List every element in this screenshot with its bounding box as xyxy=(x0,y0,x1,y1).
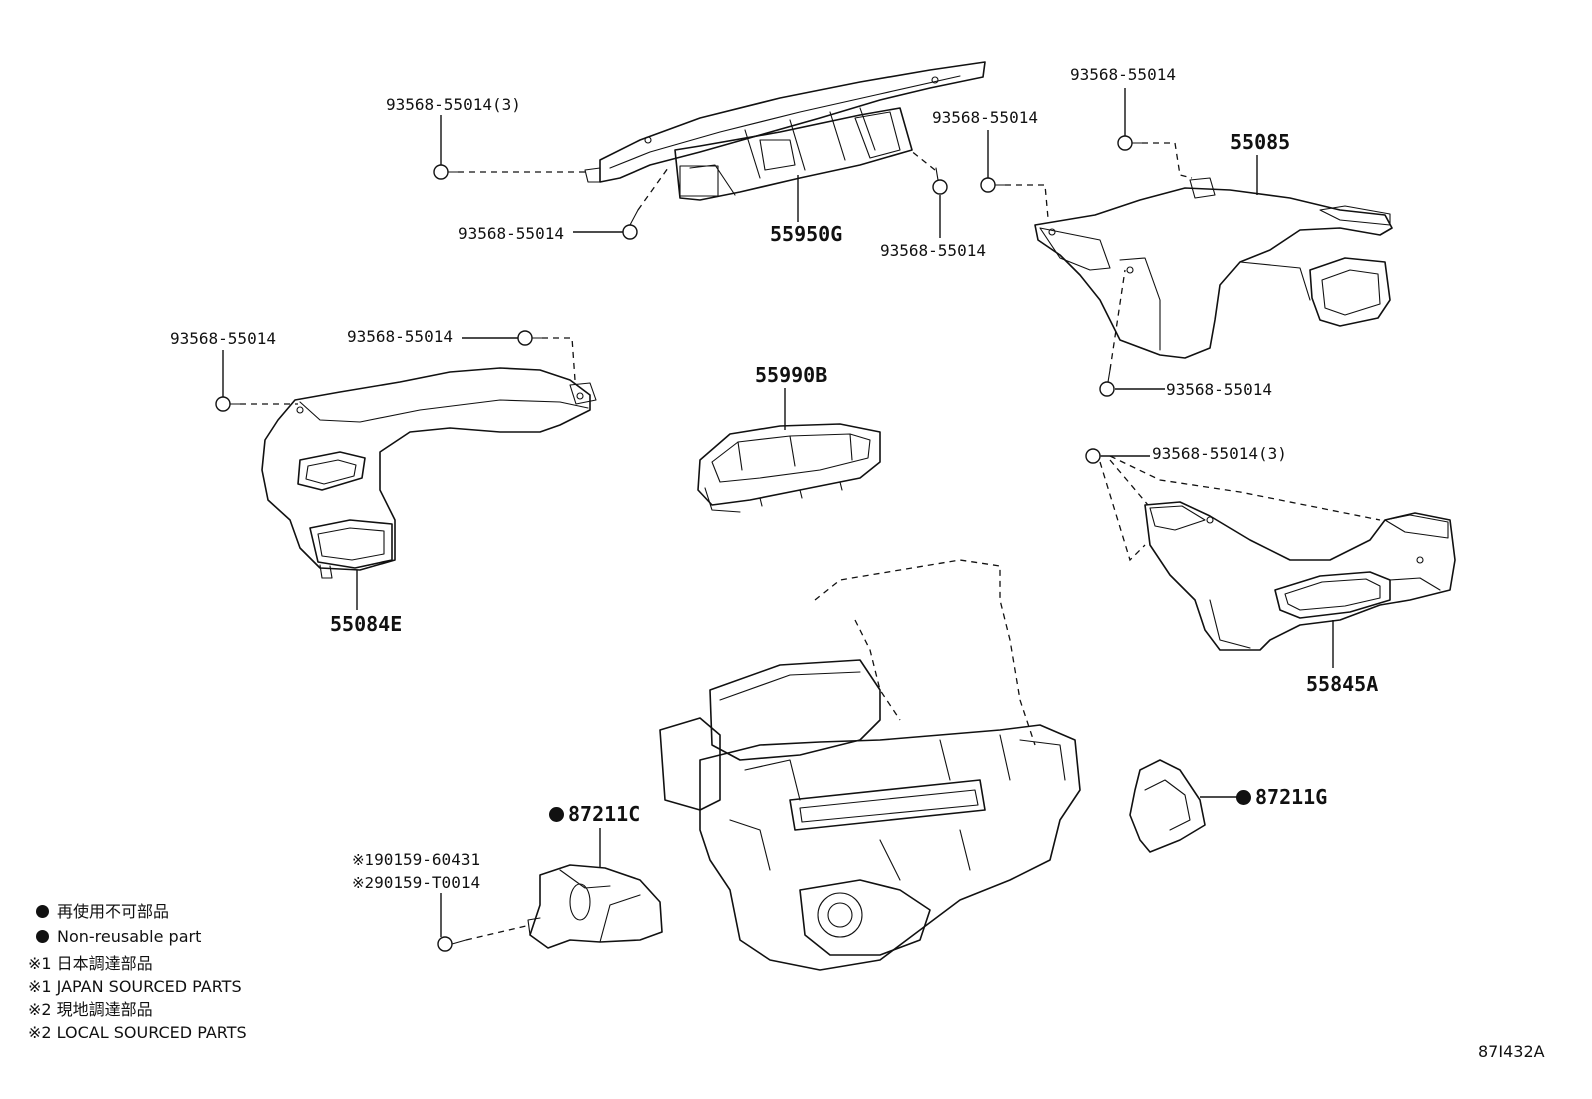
non-reusable-marker xyxy=(1236,790,1251,805)
fastener-glyphs xyxy=(215,135,1143,952)
fastener-label-f8[interactable]: 93568-55014 xyxy=(347,327,453,346)
leader-lines xyxy=(222,88,1334,937)
part-label-87211g[interactable]: 87211G xyxy=(1236,787,1327,807)
fastener-label-f5[interactable]: 93568-55014 xyxy=(1070,65,1176,84)
screw-part-1: 90159-60431 xyxy=(374,850,481,869)
legend-line-6: ※2 LOCAL SOURCED PARTS xyxy=(28,1023,247,1042)
note-mark-2: ※2 xyxy=(352,874,375,892)
legend-line-2: Non-reusable part xyxy=(36,929,201,945)
duct-55084e-drawing[interactable] xyxy=(261,367,597,579)
legend-line-1: 再使用不可部品 xyxy=(36,904,169,920)
part-label-55990b[interactable]: 55990B xyxy=(755,363,828,387)
part-label-55845a[interactable]: 55845A xyxy=(1306,672,1379,696)
legend-line-3: ※1 日本調達部品 xyxy=(28,954,153,973)
fastener-label-f2[interactable]: 93568-55014 xyxy=(458,224,564,243)
bracket-87211c-drawing[interactable] xyxy=(527,864,663,949)
part-label-55084e[interactable]: 55084E xyxy=(330,612,403,636)
assembly-lines xyxy=(240,142,1381,941)
duct-55845a-drawing[interactable] xyxy=(1144,501,1456,651)
fastener-label-f7[interactable]: 93568-55014 xyxy=(170,329,276,348)
non-reusable-marker xyxy=(549,807,564,822)
fastener-label-f4[interactable]: 93568-55014 xyxy=(932,108,1038,127)
part-label-55950g[interactable]: 55950G xyxy=(770,222,843,246)
part-label-55085[interactable]: 55085 xyxy=(1230,130,1291,154)
part-number-87211g: 87211G xyxy=(1255,785,1328,809)
bullet-icon xyxy=(36,905,49,918)
legend-text-1: 再使用不可部品 xyxy=(57,902,170,921)
hvac-unit-drawing xyxy=(659,559,1081,971)
bracket-87211g-drawing[interactable] xyxy=(1129,759,1206,853)
legend-line-4: ※1 JAPAN SOURCED PARTS xyxy=(28,977,242,996)
illustration-code: 87I432A xyxy=(1478,1042,1545,1061)
duct-55990b-drawing[interactable] xyxy=(697,423,881,513)
bullet-icon xyxy=(36,930,49,943)
duct-55085-drawing[interactable] xyxy=(1034,177,1393,359)
legend-text-2: Non-reusable part xyxy=(57,927,202,946)
screw-label-2[interactable]: ※290159-T0014 xyxy=(352,875,480,891)
part-number-87211c: 87211C xyxy=(568,802,641,826)
fastener-label-f1[interactable]: 93568-55014(3) xyxy=(386,95,521,114)
duct-55950g-drawing[interactable] xyxy=(584,61,986,201)
fastener-label-f6[interactable]: 93568-55014 xyxy=(1166,380,1272,399)
legend-line-5: ※2 現地調達部品 xyxy=(28,1000,153,1019)
screw-part-2: 90159-T0014 xyxy=(374,873,481,892)
screw-label-1[interactable]: ※190159-60431 xyxy=(352,852,480,868)
fastener-label-f9[interactable]: 93568-55014(3) xyxy=(1152,444,1287,463)
fastener-label-f3[interactable]: 93568-55014 xyxy=(880,241,986,260)
note-mark-1: ※1 xyxy=(352,851,375,869)
part-label-87211c[interactable]: 87211C xyxy=(549,804,640,824)
